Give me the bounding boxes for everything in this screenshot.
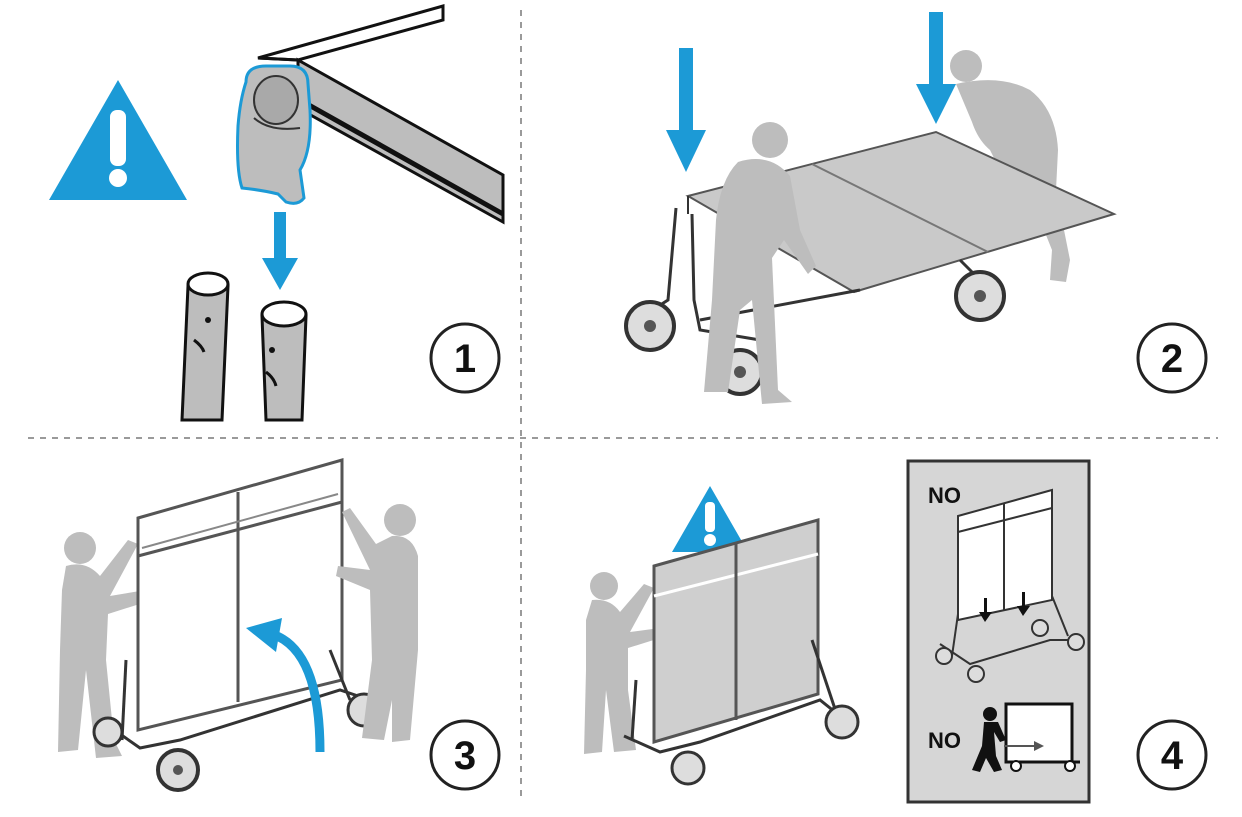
leg-tube-left (180, 271, 230, 422)
person-figure (336, 504, 418, 742)
no-label-top: NO (928, 483, 961, 508)
warning-box: NO NO (906, 459, 1091, 804)
wheel (92, 716, 124, 748)
table-frame (623, 639, 841, 754)
step-number-badge: 1 (429, 322, 501, 394)
step-number-badge: 3 (429, 719, 501, 791)
curved-arrow-icon (246, 618, 325, 753)
down-arrow-icon (666, 48, 706, 172)
wheel (824, 704, 860, 740)
person-figure (704, 122, 816, 404)
step-2-number: 2 (1161, 337, 1183, 381)
panel-3: 3 (58, 458, 501, 792)
leg-tube-right (260, 300, 308, 422)
down-arrow-icon (262, 212, 298, 290)
wheel (670, 750, 706, 786)
warning-triangle-icon (49, 80, 187, 200)
step-3-number: 3 (454, 734, 476, 778)
wheel (156, 748, 200, 792)
table-frame (99, 649, 371, 750)
panel-4: NO NO (584, 459, 1208, 804)
table-folded-upright (652, 518, 820, 745)
person-figure (584, 572, 660, 754)
mini-table-upright (935, 488, 1085, 683)
step-4-number: 4 (1161, 734, 1184, 778)
warning-triangle-icon (672, 486, 748, 552)
panel-2: 2 (624, 12, 1208, 404)
table-rail (257, 4, 505, 225)
step-number-badge: 4 (1136, 719, 1208, 791)
down-arrow-icon (979, 592, 1030, 622)
down-arrow-icon (916, 12, 956, 124)
person-figure (58, 532, 146, 758)
step-number-badge: 2 (1136, 322, 1208, 394)
step-1-number: 1 (454, 337, 476, 381)
wheel (954, 270, 1006, 322)
wheel (624, 300, 676, 352)
panel-1: 1 (49, 4, 505, 422)
mini-person-pushing (972, 702, 1080, 772)
no-label-bottom: NO (928, 728, 961, 753)
table-folded-upright (136, 458, 344, 732)
leg-socket (236, 64, 312, 205)
